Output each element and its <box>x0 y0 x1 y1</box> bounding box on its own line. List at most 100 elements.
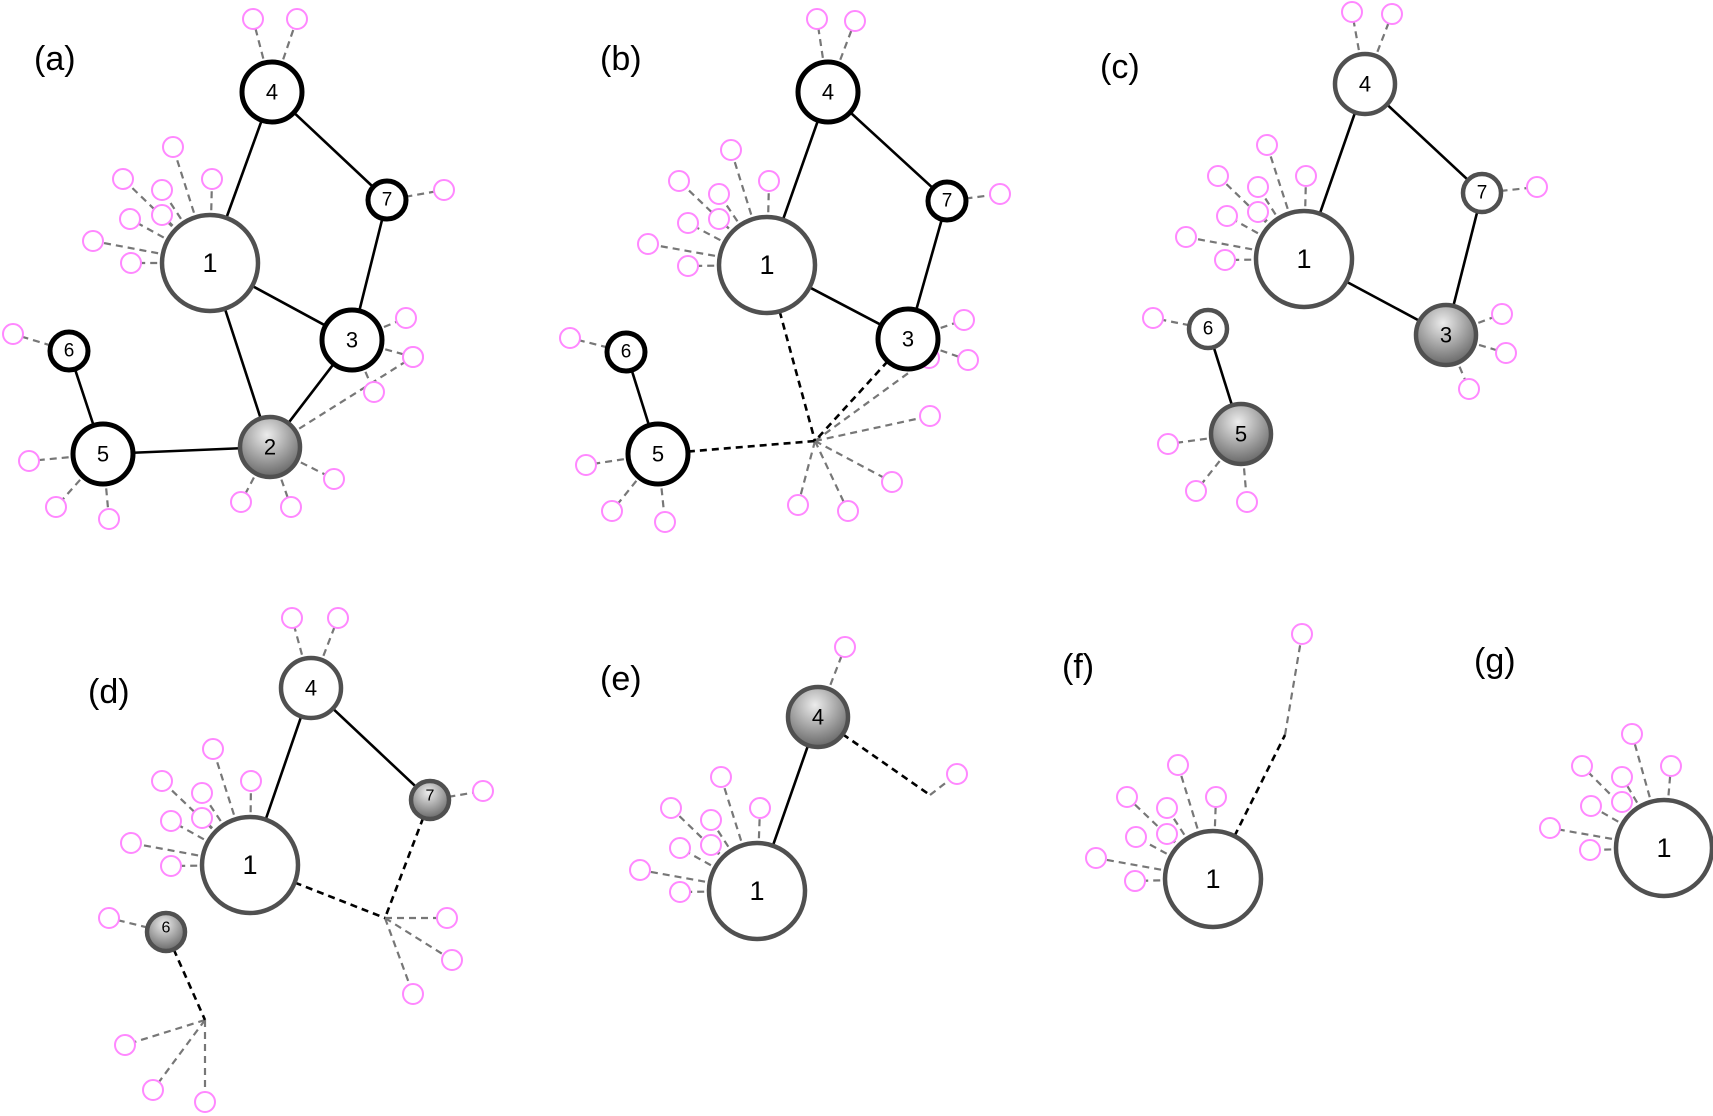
leaf-node <box>191 782 213 804</box>
node-label: 4 <box>812 705 824 730</box>
panel-label: (a) <box>34 40 76 78</box>
leaf-edge <box>617 461 653 504</box>
node-circle <box>1162 828 1264 930</box>
leaf-node <box>240 770 262 792</box>
graph-edge <box>1452 211 1479 307</box>
leaf-edge <box>1367 22 1390 75</box>
graph-node-7: 7 <box>1460 171 1504 215</box>
panel-label: (d) <box>88 673 130 711</box>
leaf-node <box>98 508 120 530</box>
node-label: 4 <box>1359 72 1371 97</box>
leaf-node <box>881 471 903 493</box>
graph-edge <box>331 707 418 788</box>
leaf-node <box>758 170 780 192</box>
leaf-edge <box>1177 434 1231 444</box>
node-circle <box>604 330 648 374</box>
leaf-node <box>1458 378 1480 400</box>
node-label: 1 <box>1205 864 1220 894</box>
node-label: 6 <box>1203 319 1214 340</box>
leaf-edge <box>814 440 884 479</box>
graph-node-1: 1 <box>706 840 808 942</box>
leaf-group <box>559 8 1011 533</box>
leaf-node <box>1085 847 1107 869</box>
leaf-edge <box>158 1019 206 1083</box>
leaf-edge <box>799 440 817 496</box>
graph-edge <box>914 218 944 311</box>
leaf-node <box>787 494 809 516</box>
leaf-node <box>280 496 302 518</box>
node-label: 4 <box>305 676 317 701</box>
node-circle <box>199 814 301 916</box>
graph-node-1: 1 <box>159 212 261 314</box>
leaf-node <box>575 454 597 476</box>
node-circle <box>365 178 409 222</box>
node-label: 1 <box>242 850 257 880</box>
node-label: 3 <box>346 328 358 353</box>
leaf-node <box>677 255 699 277</box>
graph-edge <box>808 286 883 327</box>
leaf-node <box>1214 249 1236 271</box>
leaf-node <box>160 855 182 877</box>
graph-node-5: 5 <box>625 421 691 487</box>
leaf-node <box>151 770 173 792</box>
leaf-node <box>1216 205 1238 227</box>
leaf-node <box>98 907 120 929</box>
leaf-node <box>82 230 104 252</box>
leaf-node <box>710 766 732 788</box>
graph-node-4: 4 <box>1332 51 1398 117</box>
leaf-node <box>1247 201 1269 223</box>
node-label: 3 <box>902 327 914 352</box>
leaf-edge <box>814 440 845 503</box>
node-circle <box>237 414 303 480</box>
node-circle <box>159 212 261 314</box>
merged-edge <box>383 817 425 919</box>
leaf-node <box>472 780 494 802</box>
leaf-node <box>114 1034 136 1056</box>
graph-node-7: 7 <box>408 778 452 822</box>
graph-node-1: 1 <box>1613 797 1713 899</box>
leaf-node <box>1621 723 1643 745</box>
graph-node-4: 4 <box>785 684 851 750</box>
leaf-node <box>720 139 742 161</box>
leaf-node <box>1167 754 1189 776</box>
graph-edge <box>251 284 327 327</box>
node-circle <box>408 778 452 822</box>
leaf-node <box>112 168 134 190</box>
graph-edge <box>630 369 651 426</box>
leaf-node <box>677 212 699 234</box>
leaf-node <box>402 983 424 1005</box>
graph-node-6: 6 <box>47 329 91 373</box>
leaf-edge <box>1283 643 1302 736</box>
panel-label: (b) <box>600 40 642 78</box>
leaf-node <box>669 881 691 903</box>
leaf-node <box>1247 176 1269 198</box>
leaf-node <box>837 500 859 522</box>
panel-label: (f) <box>1062 648 1094 686</box>
leaf-node <box>1526 176 1548 198</box>
graph-node-5: 5 <box>70 421 136 487</box>
leaf-node <box>1611 766 1633 788</box>
node-circle <box>70 421 136 487</box>
node-label: 1 <box>1656 833 1671 863</box>
leaf-node <box>1295 165 1317 187</box>
leaf-node <box>629 859 651 881</box>
leaf-edge <box>929 779 950 796</box>
leaf-edge <box>384 917 445 956</box>
leaf-node <box>1660 755 1682 777</box>
leaf-node <box>957 349 979 371</box>
node-label: 7 <box>382 190 393 211</box>
leaf-node <box>1256 134 1278 156</box>
leaf-node <box>1156 797 1178 819</box>
leaf-node <box>700 834 722 856</box>
node-label: 6 <box>162 920 171 937</box>
leaf-node <box>844 10 866 32</box>
leaf-edge <box>138 222 196 256</box>
panel-d: (d) 1 4 6 7 <box>88 607 494 1113</box>
leaf-node <box>559 327 581 349</box>
graph-node-7: 7 <box>925 179 969 223</box>
leaf-node <box>402 346 424 368</box>
leaf-node <box>45 496 67 518</box>
leaf-node <box>1175 226 1197 248</box>
